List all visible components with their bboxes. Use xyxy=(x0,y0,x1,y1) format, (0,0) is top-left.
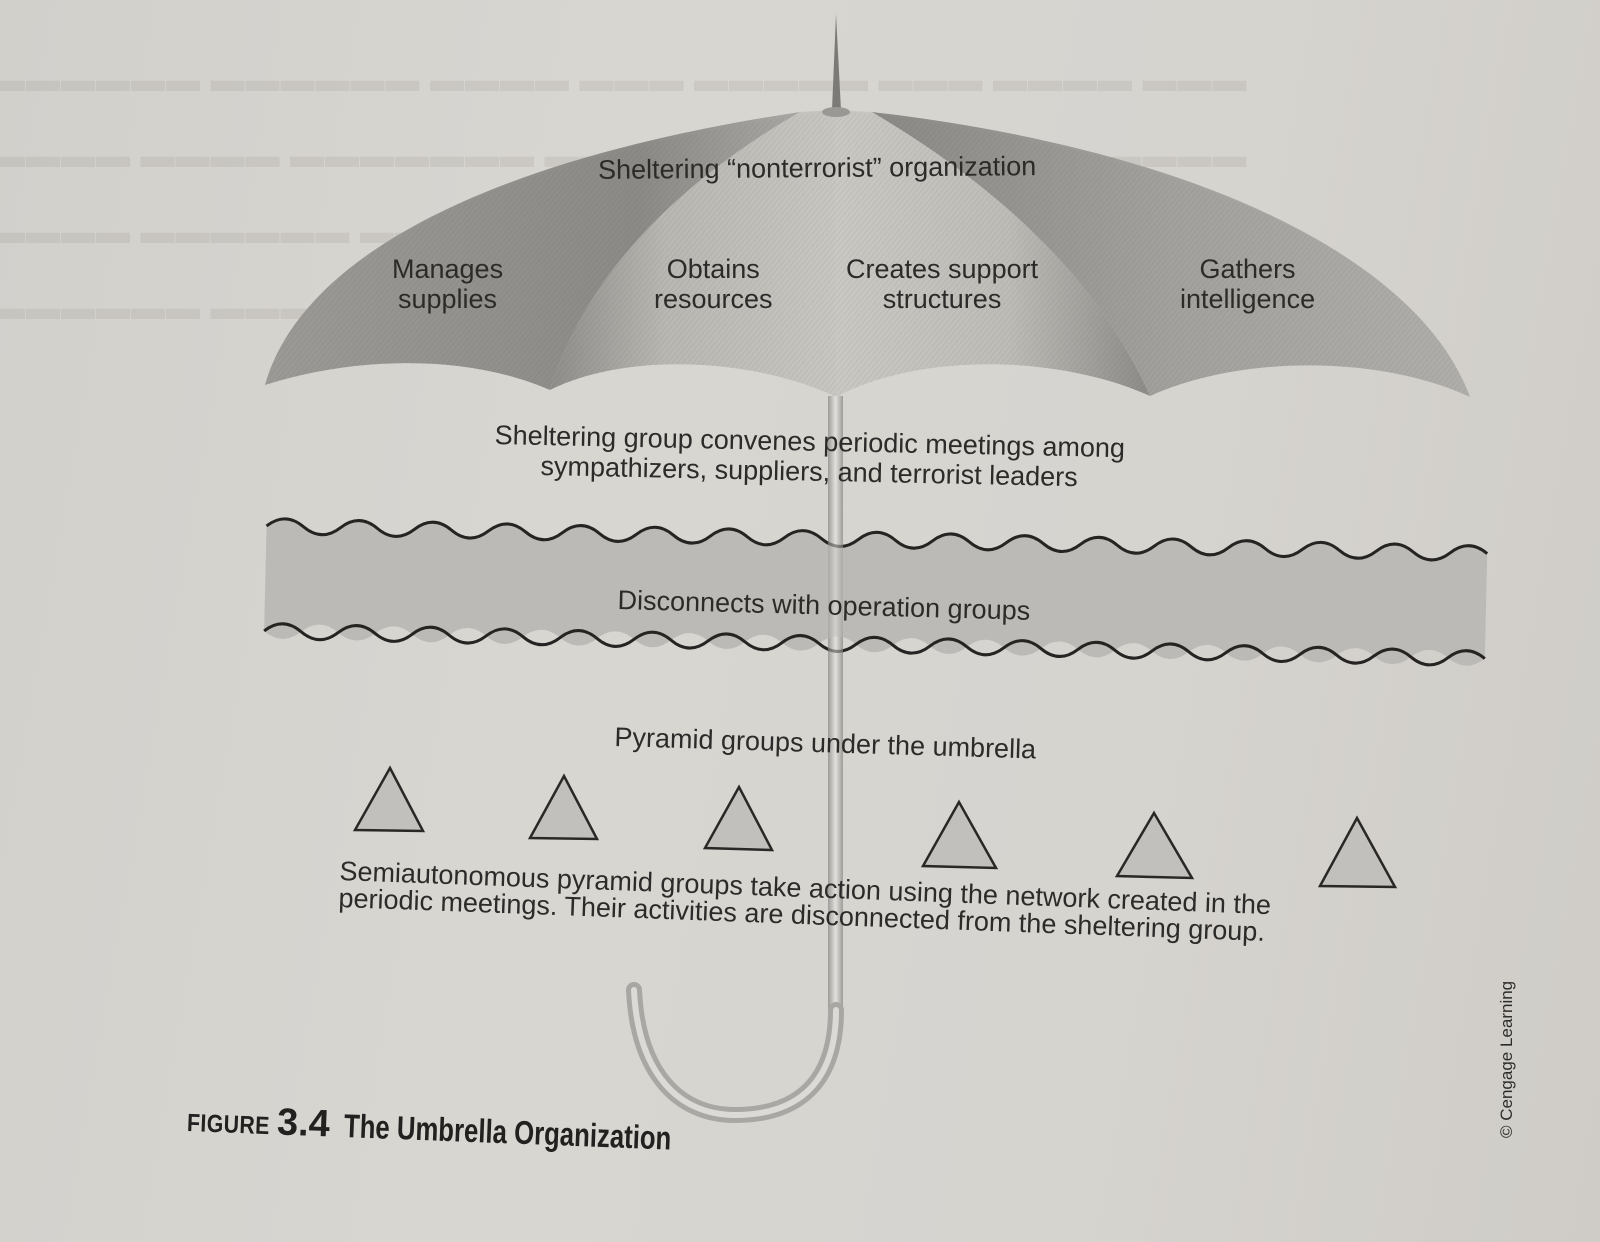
pyramid-icon xyxy=(1317,815,1398,889)
wave-line-bottom xyxy=(263,622,1486,667)
panel-label-gathers-intelligence: Gathers intelligence xyxy=(1180,254,1316,315)
canopy-title: Sheltering “nonterrorist” organization xyxy=(597,151,1037,185)
pyramid-icon xyxy=(702,784,775,852)
umbrella-crown xyxy=(822,107,850,117)
pyramid-icon xyxy=(527,773,600,841)
figure-number: 3.4 xyxy=(276,1101,331,1146)
pyramid-groups xyxy=(352,765,1398,889)
panel-label-creates-support: Creates support structures xyxy=(846,254,1039,315)
panel-label-obtains-resources: Obtains resources xyxy=(654,254,773,315)
pyramid-icon xyxy=(1114,810,1195,880)
panel-label-manages-supplies: Manages supplies xyxy=(392,254,504,315)
figure-label: FIGURE xyxy=(186,1108,271,1141)
umbrella-tip xyxy=(832,14,841,110)
copyright-notice: © Cengage Learning xyxy=(1497,980,1516,1138)
pyramid-icon xyxy=(920,799,999,870)
wave-line-top xyxy=(265,517,1489,562)
disconnect-band xyxy=(263,517,1489,667)
pyramid-icon xyxy=(352,765,426,833)
